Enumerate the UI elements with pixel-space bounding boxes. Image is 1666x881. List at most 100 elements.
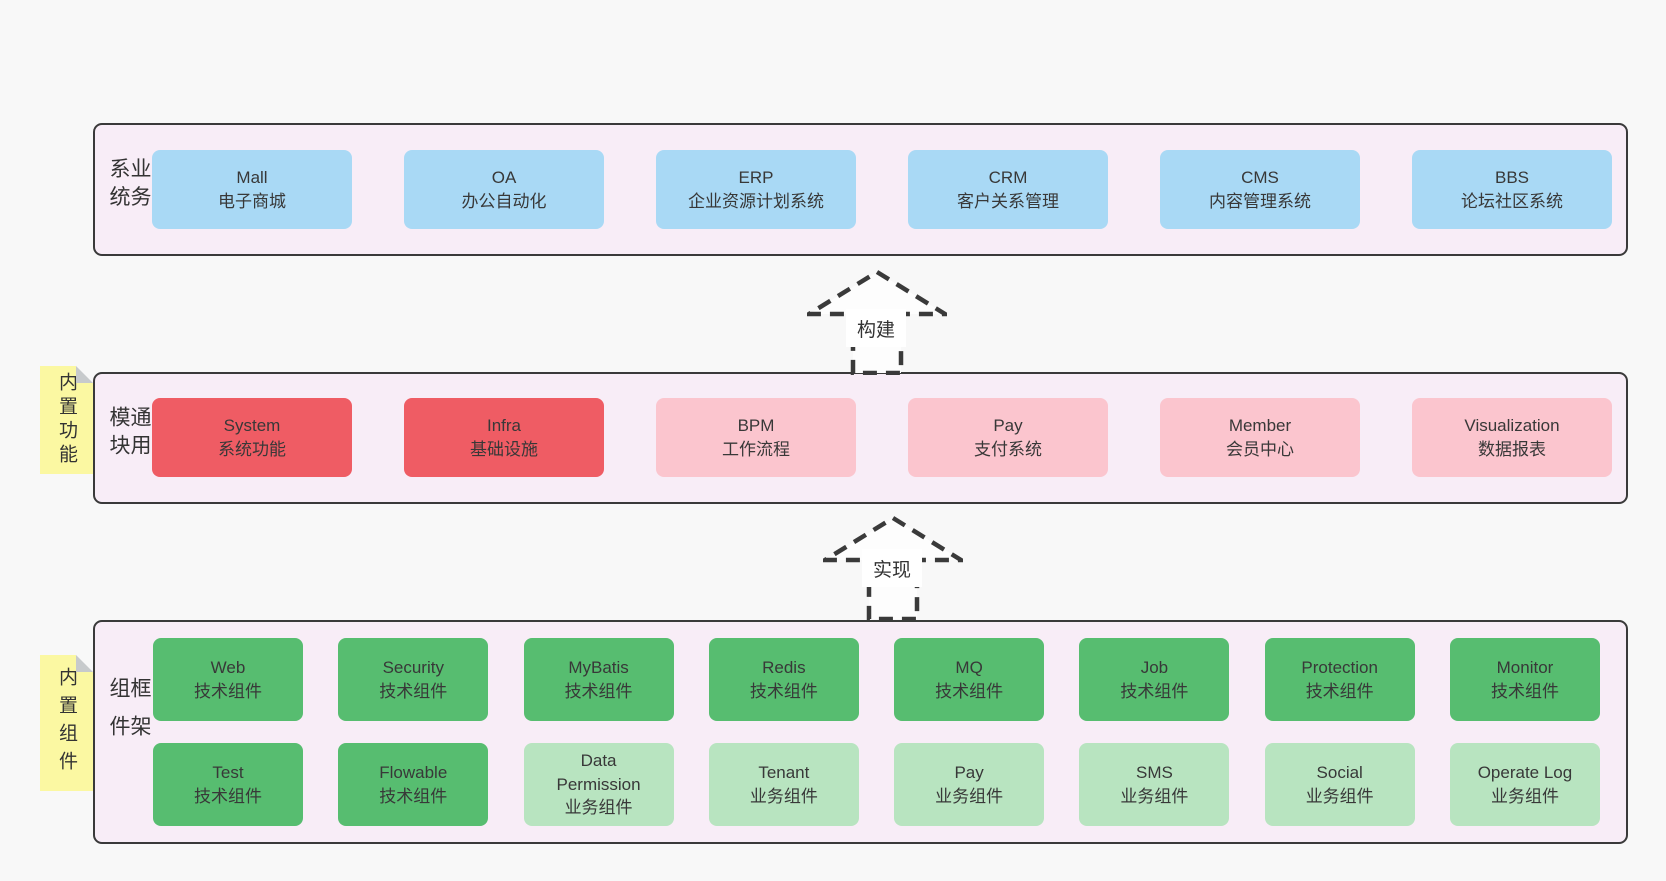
box-title: Member	[1228, 416, 1292, 436]
box-title: CMS	[1241, 168, 1279, 188]
box-crm: CRM 客户关系管理	[908, 150, 1108, 229]
box-title: Job	[1140, 658, 1169, 678]
box-title: Infra	[486, 416, 522, 436]
box-subtitle: 支付系统	[974, 439, 1042, 459]
sticky-note-label: 内置组件	[56, 667, 77, 779]
box-cms: CMS 内容管理系统	[1160, 150, 1360, 229]
box-job: Job 技术组件	[1079, 638, 1230, 721]
box-title: MQ	[955, 658, 983, 678]
box-pay-module: Pay 支付系统	[908, 398, 1108, 477]
box-web: Web 技术组件	[153, 638, 303, 721]
box-title: Visualization	[1464, 416, 1560, 436]
box-subtitle: 技术组件	[194, 681, 262, 701]
box-subtitle: 内容管理系统	[1209, 191, 1311, 211]
box-subtitle: 企业资源计划系统	[688, 191, 824, 211]
box-title: Tenant	[758, 763, 810, 783]
box-oa: OA 办公自动化	[404, 150, 604, 229]
layer-business-systems: 业务系统 Mall 电子商城 OA 办公自动化 ERP 企业资源计划系统 CRM…	[93, 123, 1628, 256]
box-erp: ERP 企业资源计划系统	[656, 150, 856, 229]
box-subtitle: 业务组件	[1305, 786, 1374, 806]
modules-boxes-row: System 系统功能 Infra 基础设施 BPM 工作流程 Pay 支付系统…	[152, 398, 1612, 477]
sticky-note-label: 内置功能	[56, 372, 77, 468]
box-sms: SMS 业务组件	[1079, 743, 1230, 826]
box-title: Operate Log	[1477, 763, 1573, 783]
box-subtitle: 业务组件	[1490, 786, 1559, 806]
box-title: Flowable	[379, 763, 448, 783]
box-title: BBS	[1494, 168, 1530, 188]
implement-arrow-label: 实现	[862, 549, 922, 587]
box-subtitle: 技术组件	[379, 786, 448, 806]
box-title: Test	[212, 763, 244, 783]
box-subtitle: 技术组件	[1490, 681, 1559, 701]
box-test: Test 技术组件	[153, 743, 303, 826]
box-subtitle: 业务组件	[1120, 786, 1189, 806]
box-subtitle: 技术组件	[1305, 681, 1374, 701]
box-title: Web	[210, 658, 246, 678]
box-title: MyBatis	[568, 658, 629, 678]
box-monitor: Monitor 技术组件	[1449, 638, 1600, 721]
box-title: Redis	[762, 658, 806, 678]
business-boxes-row: Mall 电子商城 OA 办公自动化 ERP 企业资源计划系统 CRM 客户关系…	[152, 150, 1612, 229]
components-row-2: Test 技术组件 Flowable 技术组件 Data Permission …	[153, 743, 1600, 826]
box-title: Social	[1316, 763, 1363, 783]
box-subtitle: 数据报表	[1478, 439, 1546, 459]
layer-framework-components: 框架组件 Web 技术组件 Security 技术组件 MyBatis 技术组件…	[93, 620, 1628, 844]
box-title: Security	[382, 658, 444, 678]
layer-label-business: 业务系统	[107, 157, 151, 214]
box-bbs: BBS 论坛社区系统	[1412, 150, 1612, 229]
box-infra: Infra 基础设施	[404, 398, 604, 477]
box-subtitle: 工作流程	[722, 439, 790, 459]
box-subtitle: 技术组件	[564, 681, 633, 701]
box-subtitle: 会员中心	[1226, 439, 1294, 459]
box-subtitle: 技术组件	[379, 681, 448, 701]
box-subtitle: 技术组件	[194, 786, 262, 806]
box-title: Monitor	[1496, 658, 1554, 678]
box-security: Security 技术组件	[338, 638, 489, 721]
box-member: Member 会员中心	[1160, 398, 1360, 477]
box-title: System	[223, 416, 281, 436]
box-subtitle: 基础设施	[470, 439, 538, 459]
box-mybatis: MyBatis 技术组件	[523, 638, 674, 721]
components-row-1: Web 技术组件 Security 技术组件 MyBatis 技术组件 Redi…	[153, 638, 1600, 721]
box-title: Data Permission	[556, 751, 641, 794]
box-title: ERP	[738, 168, 774, 188]
layer-label-components: 框架组件	[107, 677, 151, 753]
box-subtitle: 业务组件	[564, 798, 633, 818]
box-subtitle: 系统功能	[218, 439, 286, 459]
box-protection: Protection 技术组件	[1264, 638, 1415, 721]
box-social: Social 业务组件	[1264, 743, 1415, 826]
box-data-permission: Data Permission 业务组件	[523, 743, 674, 826]
build-arrow-label: 构建	[846, 309, 906, 347]
box-subtitle: 办公自动化	[461, 191, 547, 211]
box-pay-component: Pay 业务组件	[894, 743, 1045, 826]
box-subtitle: 论坛社区系统	[1461, 191, 1563, 211]
box-operate-log: Operate Log 业务组件	[1449, 743, 1600, 826]
box-mq: MQ 技术组件	[894, 638, 1045, 721]
box-title: SMS	[1135, 763, 1173, 783]
box-mall: Mall 电子商城	[152, 150, 352, 229]
layer-label-modules: 通用模块	[107, 406, 151, 462]
box-visualization: Visualization 数据报表	[1412, 398, 1612, 477]
box-system: System 系统功能	[152, 398, 352, 477]
box-title: CRM	[988, 168, 1028, 188]
box-subtitle: 电子商城	[218, 191, 286, 211]
sticky-note-builtin-functions: 内置功能	[40, 366, 93, 474]
box-subtitle: 技术组件	[1120, 681, 1189, 701]
box-title: OA	[491, 168, 517, 188]
box-redis: Redis 技术组件	[708, 638, 859, 721]
box-subtitle: 技术组件	[935, 681, 1004, 701]
box-title: Mall	[236, 168, 268, 188]
box-subtitle: 业务组件	[749, 786, 818, 806]
box-title: BPM	[737, 416, 775, 436]
box-subtitle: 业务组件	[935, 786, 1004, 806]
box-title: Pay	[954, 763, 984, 783]
box-title: Protection	[1301, 658, 1378, 678]
box-tenant: Tenant 业务组件	[708, 743, 859, 826]
layer-common-modules: 通用模块 System 系统功能 Infra 基础设施 BPM 工作流程 Pay…	[93, 372, 1628, 504]
box-title: Pay	[993, 416, 1023, 436]
box-flowable: Flowable 技术组件	[338, 743, 489, 826]
box-subtitle: 技术组件	[749, 681, 818, 701]
sticky-note-builtin-components: 内置组件	[40, 655, 93, 791]
box-subtitle: 客户关系管理	[957, 191, 1059, 211]
